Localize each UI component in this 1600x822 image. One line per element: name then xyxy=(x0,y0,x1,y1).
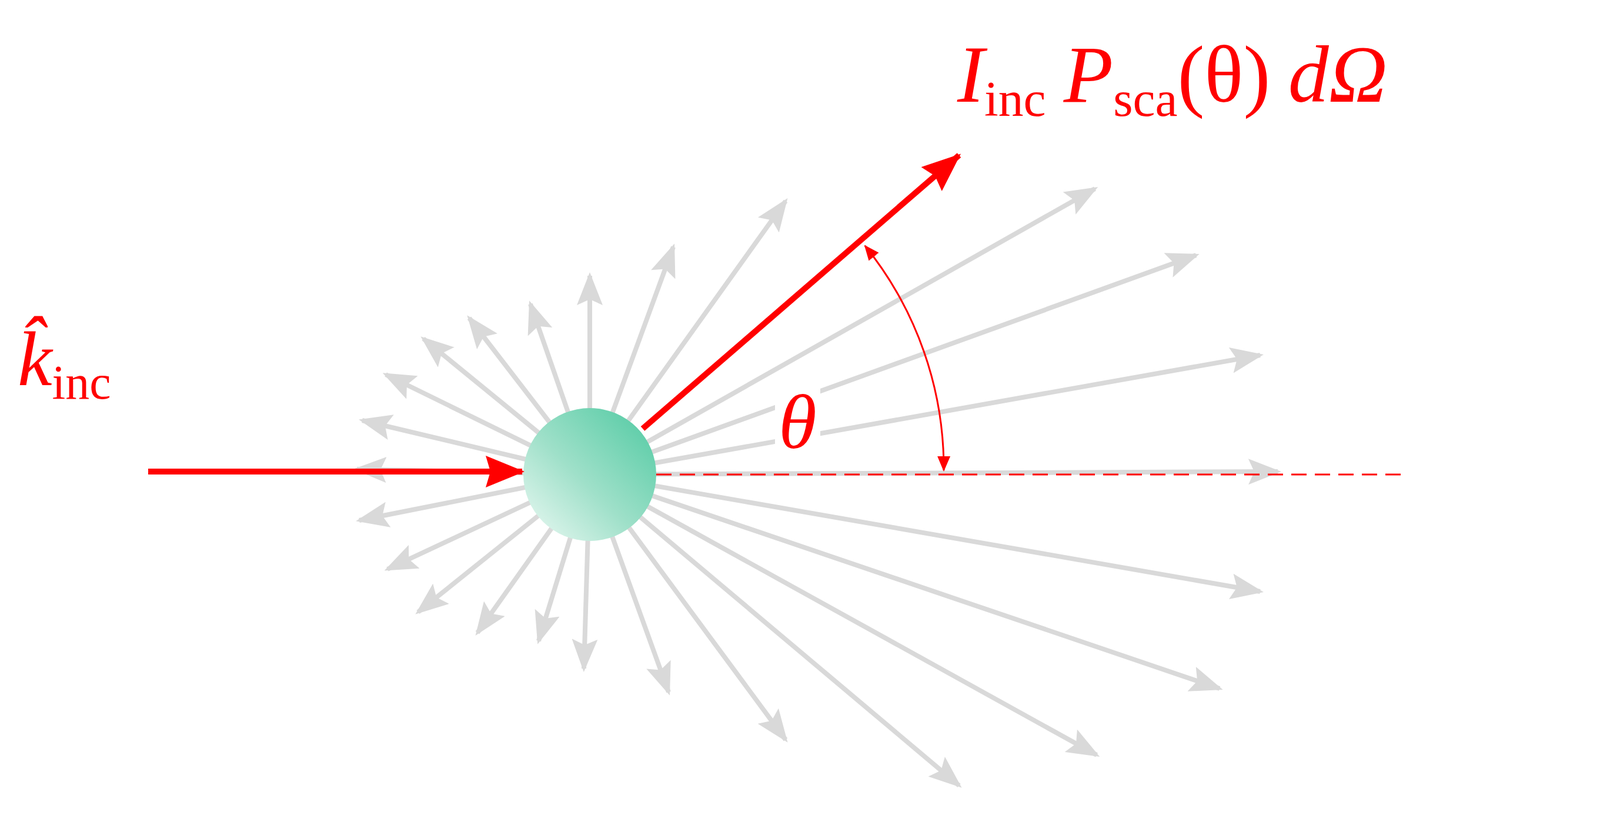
solid-angle-element: dΩ xyxy=(1288,29,1388,120)
angle-label: θ xyxy=(775,382,821,463)
vector-symbol: k̂ xyxy=(17,315,53,403)
angle-symbol: θ xyxy=(778,378,817,466)
angle-argument: (θ) xyxy=(1177,29,1271,120)
intensity-symbol: I xyxy=(957,29,985,120)
angle-arc xyxy=(864,245,944,471)
subscript: inc xyxy=(984,71,1047,128)
forward-axis xyxy=(656,473,1404,476)
subscript: inc xyxy=(52,355,112,410)
incident-direction-label: k̂inc xyxy=(17,320,112,407)
incident-arrow xyxy=(148,468,523,475)
scatterer-sphere xyxy=(523,408,657,541)
scattered-power-label: IincPsca(θ)dΩ xyxy=(957,34,1388,125)
subscript: sca xyxy=(1113,71,1178,128)
phase-function-symbol: P xyxy=(1063,29,1114,120)
